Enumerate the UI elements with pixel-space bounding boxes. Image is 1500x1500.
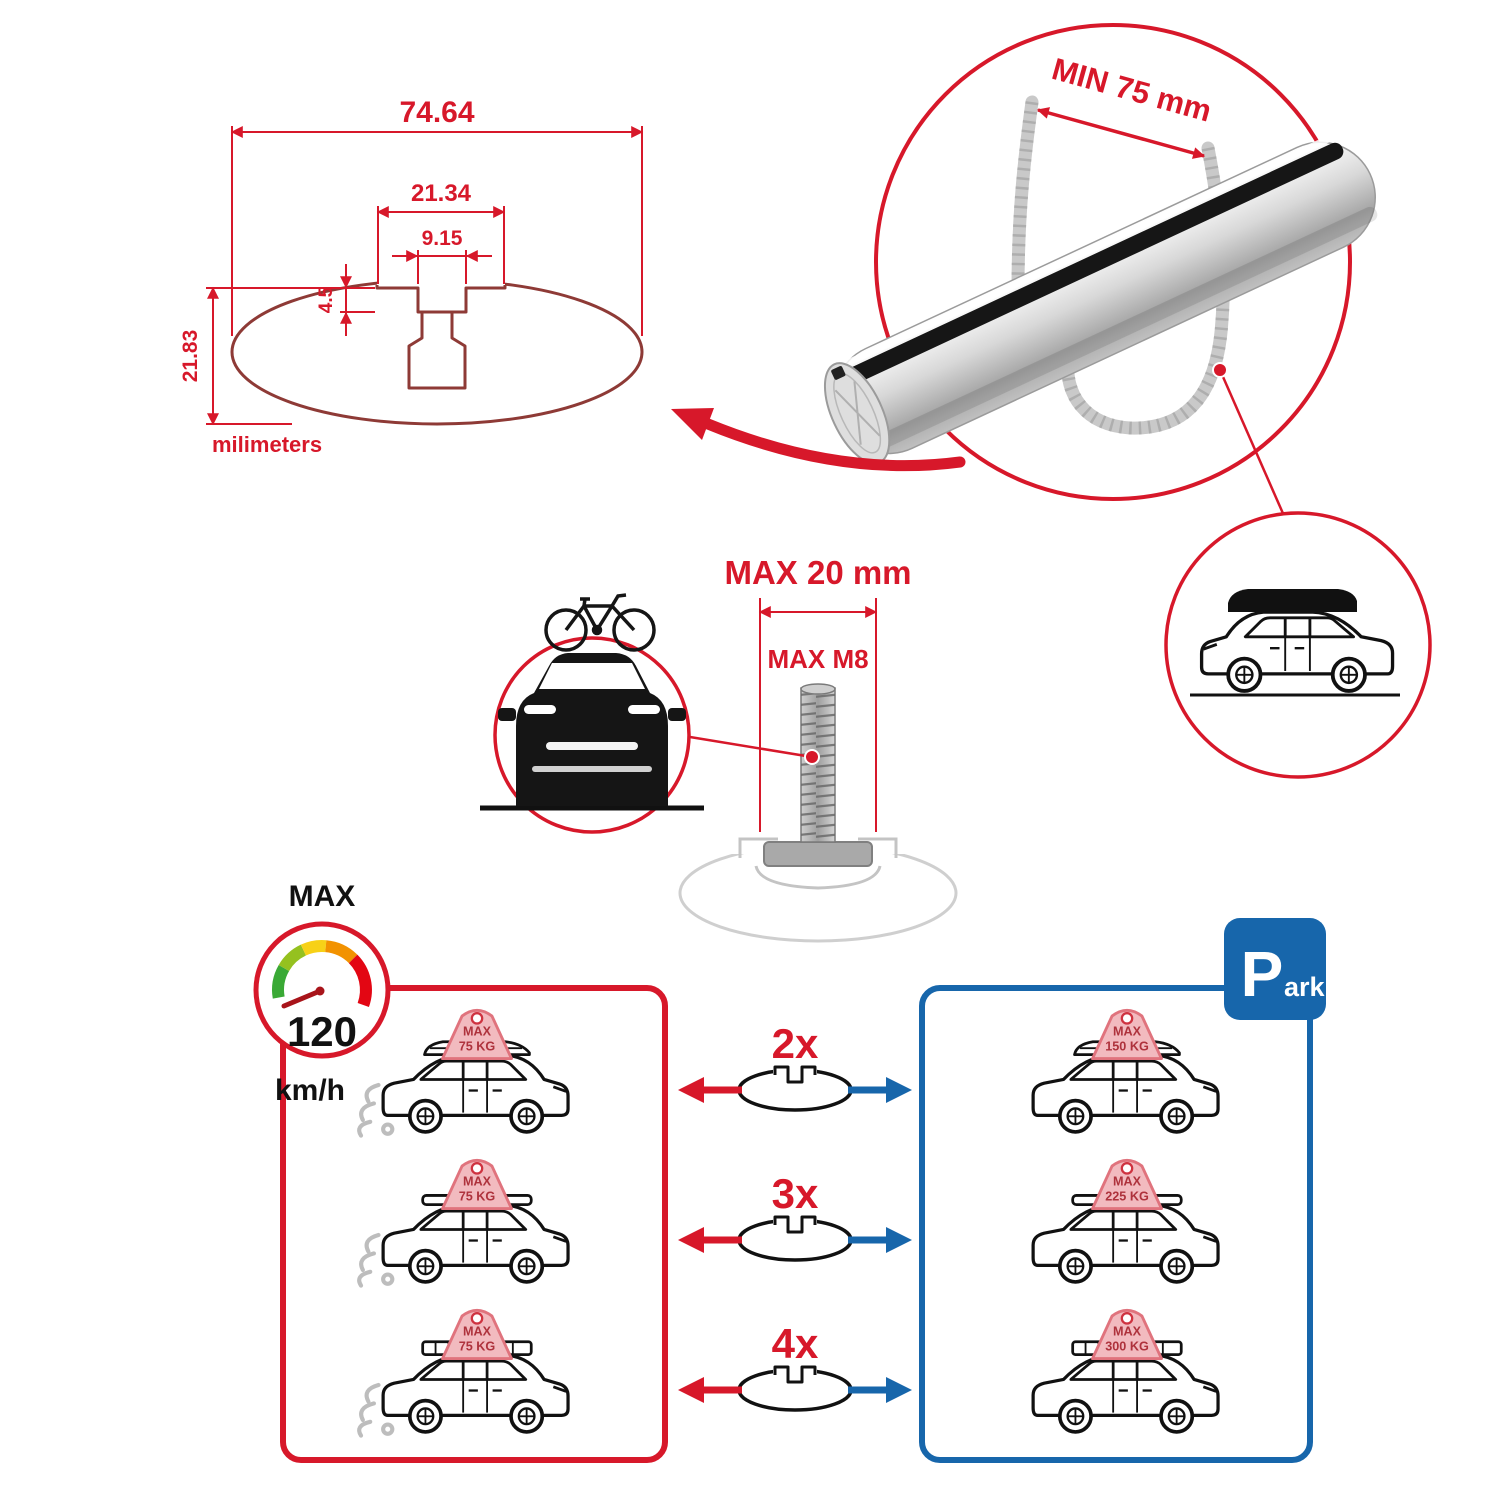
blue-right-arrowhead-icon xyxy=(886,1377,912,1403)
suv-icon xyxy=(1031,1353,1220,1434)
roof-box-icon xyxy=(1228,589,1357,612)
tag-line2: 75 KG xyxy=(459,1190,496,1204)
min-span-dimension: MIN 75 mm xyxy=(1036,51,1215,159)
tbolt-plate xyxy=(763,841,873,867)
ghost-channel-lips xyxy=(738,837,898,890)
multiplier-label: 4x xyxy=(772,1320,819,1367)
bolt-callout-dot xyxy=(804,749,820,765)
suv-icon xyxy=(381,1203,570,1284)
rubber-strip xyxy=(846,142,1344,384)
comparison-row-1: MAX 75 KG 2x MAX 150 KG xyxy=(359,1008,1220,1135)
multiplier-label: 3x xyxy=(772,1170,819,1217)
parking-sign: P ark xyxy=(1224,918,1326,1020)
max-plate-width-label: MAX 20 mm xyxy=(724,554,911,591)
crossbar-profile-icon xyxy=(737,1212,853,1262)
slot-opening-value: 9.15 xyxy=(422,227,463,250)
tag-line2: 225 KG xyxy=(1105,1190,1149,1204)
profile-channel-mask xyxy=(377,262,505,308)
units-label: milimeters xyxy=(212,432,322,457)
dimension-slot-opening: 9.15 xyxy=(392,227,492,284)
speed-limit-gauge: MAX 120 km/h xyxy=(253,880,391,1107)
tag-line1: MAX xyxy=(1113,1175,1142,1189)
pointer-arrowhead-icon xyxy=(671,408,714,440)
tag-line1: MAX xyxy=(1113,1025,1142,1039)
dimension-lip-height: 4.5 xyxy=(316,264,375,336)
lip-height-value: 4.5 xyxy=(316,286,337,313)
suv-icon xyxy=(381,1053,570,1134)
dimension-total-width: 74.64 xyxy=(230,96,644,336)
park-initial: P xyxy=(1241,938,1284,1010)
clamp-leader-line xyxy=(1218,369,1287,519)
min-span-label: MIN 75 mm xyxy=(1048,51,1215,128)
tag-line1: MAX xyxy=(463,1325,492,1339)
suv-icon xyxy=(1031,1203,1220,1284)
profile-dimension-drawing: 74.64 21.34 9.15 4.5 21.83 milimeters xyxy=(179,96,644,457)
load-tag-parked: MAX 300 KG xyxy=(1091,1308,1163,1361)
red-left-arrowhead-icon xyxy=(678,1377,704,1403)
crossbar-profile-icon xyxy=(737,1062,853,1112)
tag-line2: 75 KG xyxy=(459,1340,496,1354)
tag-line1: MAX xyxy=(1113,1325,1142,1339)
total-width-value: 74.64 xyxy=(399,96,474,129)
multiplier-label: 2x xyxy=(772,1020,819,1067)
crossbar-profile-icon xyxy=(737,1362,853,1412)
speed-units: km/h xyxy=(275,1074,345,1107)
max-thread-label: MAX M8 xyxy=(767,644,868,674)
load-tag-parked: MAX 225 KG xyxy=(1091,1158,1163,1211)
tag-line2: 300 KG xyxy=(1105,1340,1149,1354)
profile-channel xyxy=(375,285,507,314)
comparison-row-3: MAX 75 KG 4x MAX 300 KG xyxy=(359,1308,1220,1435)
tag-line2: 75 KG xyxy=(459,1040,496,1054)
bicycle-icon xyxy=(544,593,656,652)
blue-right-arrowhead-icon xyxy=(886,1077,912,1103)
tbolt-dimension-diagram: MAX 20 mm MAX M8 xyxy=(678,554,958,943)
blue-right-arrowhead-icon xyxy=(886,1227,912,1253)
car-front-icon xyxy=(498,653,686,806)
aluminum-crossbar xyxy=(823,132,1378,465)
pointer-arrow-to-profile xyxy=(702,418,966,472)
bike-car-circle xyxy=(480,593,704,834)
load-tag-driving: MAX 75 KG xyxy=(441,1158,513,1211)
load-tag-driving: MAX 75 KG xyxy=(441,1008,513,1061)
tbolt-icon xyxy=(763,683,873,867)
gauge-arc-icon xyxy=(272,940,372,1008)
load-tag-parked: MAX 150 KG xyxy=(1091,1008,1163,1061)
roofbox-car-circle xyxy=(1164,511,1432,779)
dimension-total-height: 21.83 xyxy=(179,286,375,426)
load-tag-driving: MAX 75 KG xyxy=(441,1308,513,1361)
speed-max-label: MAX xyxy=(289,880,356,913)
suv-icon xyxy=(1031,1053,1220,1134)
tag-line2: 150 KG xyxy=(1105,1040,1149,1054)
tag-line1: MAX xyxy=(463,1175,492,1189)
red-left-arrowhead-icon xyxy=(678,1077,704,1103)
channel-width-value: 21.34 xyxy=(411,180,472,207)
driving-panel xyxy=(280,985,668,1463)
park-rest: ark xyxy=(1284,972,1326,1002)
dimension-channel-width: 21.34 xyxy=(376,180,506,284)
parking-panel xyxy=(919,985,1313,1463)
comparison-row-2: MAX 75 KG 3x MAX 225 KG xyxy=(359,1158,1220,1285)
clamp-callout-dot xyxy=(1212,362,1228,378)
gauge-needle-icon xyxy=(281,988,323,1009)
crossbar-detail-circle: MIN 75 mm xyxy=(671,23,1378,519)
suv-icon xyxy=(381,1353,570,1434)
tag-line1: MAX xyxy=(463,1025,492,1039)
red-left-arrowhead-icon xyxy=(678,1227,704,1253)
bolt-leader-line xyxy=(689,735,813,759)
total-height-value: 21.83 xyxy=(179,330,202,383)
speed-value: 120 xyxy=(287,1008,357,1055)
detail-circle-outline xyxy=(874,23,1352,501)
profile-slot xyxy=(407,312,467,390)
